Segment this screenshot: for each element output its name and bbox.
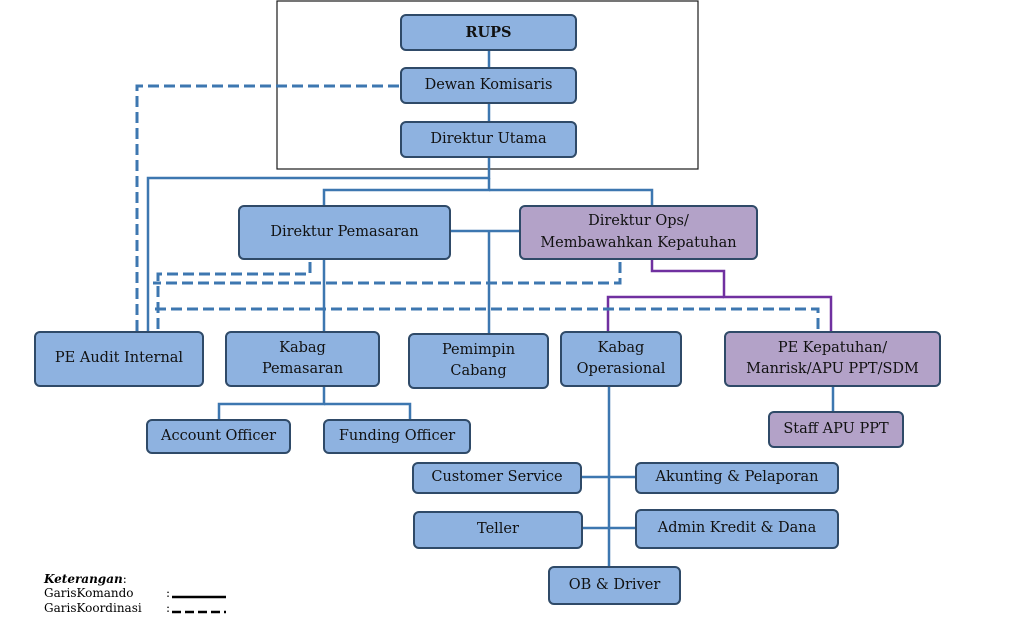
node-pemimpin-cabang: Pemimpin Cabang [408,333,549,389]
legend-koordinasi-label: GarisKoordinasi [44,601,142,615]
node-account-officer: Account Officer [146,419,291,454]
node-customer-service: Customer Service [412,462,582,494]
command-lines [146,50,835,567]
node-kabag-pemasaran: Kabag Pemasaran [225,331,380,387]
legend-lines [172,595,226,614]
node-staff-apu-ppt: Staff APU PPT [768,411,904,448]
node-akunting-pelaporan: Akunting & Pelaporan [635,462,839,494]
legend: Keterangan: GarisKomando : GarisKoordina… [44,572,170,616]
legend-koordinasi-colon: : [166,601,171,615]
legend-title-colon: : [122,572,127,586]
node-pe-audit-internal: PE Audit Internal [34,331,204,387]
coordination-lines [135,84,820,332]
node-ob-driver: OB & Driver [548,566,681,605]
node-kabag-operasional: Kabag Operasional [560,331,682,387]
node-direktur-ops: Direktur Ops/ Membawahkan Kepatuhan [519,205,758,260]
ops-lines [606,259,833,332]
legend-title: Keterangan [44,572,123,586]
node-teller: Teller [413,511,583,549]
node-pe-kepatuhan: PE Kepatuhan/ Manrisk/APU PPT/SDM [724,331,941,387]
node-direktur-utama: Direktur Utama [400,121,577,158]
legend-komando-label: GarisKomando [44,586,134,600]
legend-komando-colon: : [166,586,171,600]
node-admin-kredit-dana: Admin Kredit & Dana [635,509,839,549]
node-funding-officer: Funding Officer [323,419,471,454]
node-dewan-komisaris: Dewan Komisaris [400,67,577,104]
node-rups: RUPS [400,14,577,51]
node-direktur-pemasaran: Direktur Pemasaran [238,205,451,260]
